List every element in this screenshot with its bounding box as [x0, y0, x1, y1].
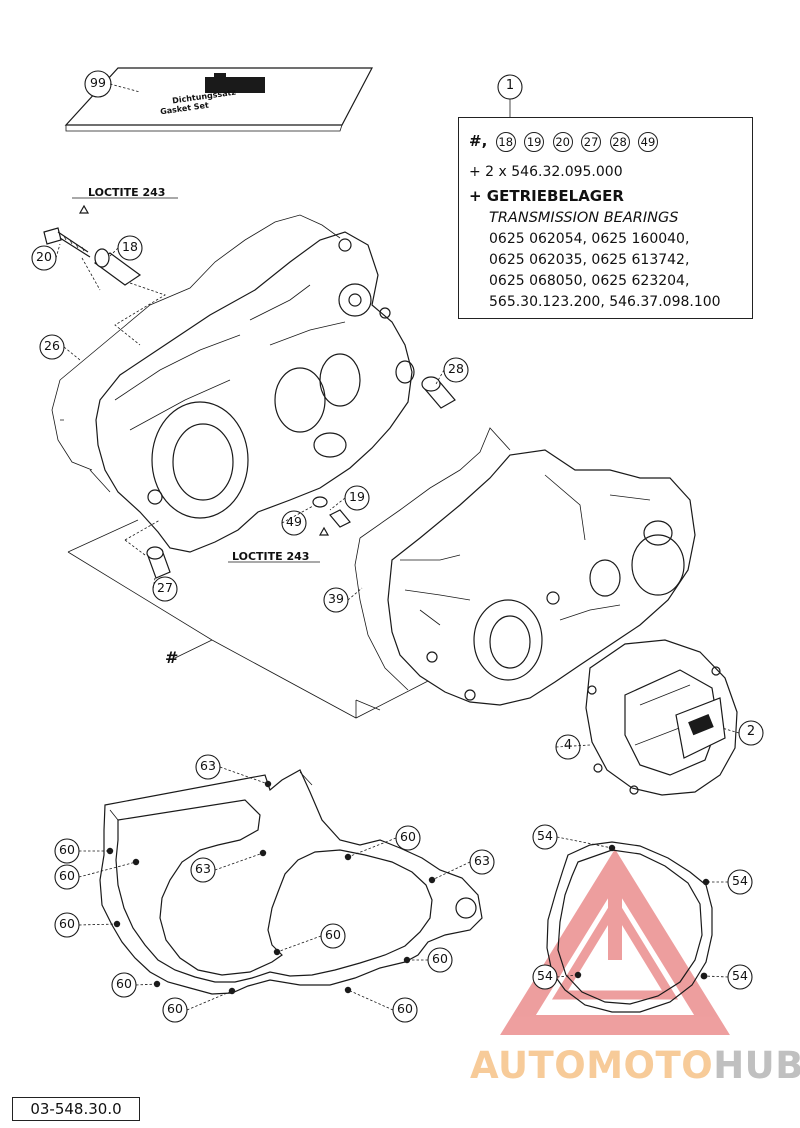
ref-circle: 18 — [495, 132, 516, 152]
callout-63-mid: 63 — [195, 861, 211, 876]
callout-60: 60 — [397, 1001, 413, 1016]
callout-54: 54 — [537, 828, 553, 843]
callout-19: 19 — [349, 489, 365, 504]
callout-18: 18 — [122, 239, 138, 254]
callout-63-top: 63 — [200, 758, 216, 773]
watermark-part-b: HUB — [713, 1044, 800, 1087]
watermark-part-a: AUTOMOTO — [470, 1044, 714, 1087]
part-numbers-line: 0625 062035, 0625 613742, — [489, 252, 690, 268]
callout-60: 60 — [325, 927, 341, 942]
watermark-logo — [500, 848, 730, 1035]
ref-circle: 28 — [609, 132, 630, 152]
gasket-39 — [354, 427, 511, 711]
part-20-bolt — [43, 204, 91, 258]
callout-4: 4 — [563, 738, 573, 753]
right-crankcase — [387, 449, 696, 706]
part-49-washer — [312, 496, 328, 508]
ref-circle: 49 — [638, 132, 658, 152]
ref-circle: 20 — [552, 132, 573, 152]
callout-28: 28 — [448, 361, 464, 376]
callout-60: 60 — [167, 1001, 183, 1016]
part-numbers-line: 565.30.123.200, 546.37.098.100 — [489, 294, 721, 310]
callout-60: 60 — [59, 868, 75, 883]
callout-54: 54 — [732, 873, 748, 888]
plus-line: + 2 x 546.32.095.000 — [469, 164, 623, 180]
left-crankcase — [95, 231, 415, 553]
callout-27: 27 — [157, 580, 173, 595]
callout-2: 2 — [746, 724, 756, 739]
subheading: TRANSMISSION BEARINGS — [489, 210, 679, 226]
ignition-cover — [585, 639, 738, 796]
callout-49: 49 — [286, 514, 302, 529]
kit-refs-row: #, 18 19 20 27 28 49 — [469, 131, 658, 153]
loctite-label: LOCTITE 243 — [88, 186, 166, 199]
document-number: 03-548.30.0 — [12, 1097, 140, 1121]
gasket-26 — [51, 214, 341, 493]
callout-54: 54 — [537, 968, 553, 983]
callout-63-right: 63 — [474, 853, 490, 868]
heading: + GETRIEBELAGER — [469, 187, 624, 205]
hash-bracket — [67, 519, 431, 719]
part-18-sleeve — [93, 248, 142, 286]
callout-60: 60 — [116, 976, 132, 991]
callout-20: 20 — [36, 249, 52, 264]
loctite-label: LOCTITE 243 — [232, 550, 310, 563]
part-27-bushing — [146, 546, 171, 579]
leader-lines — [55, 83, 740, 1011]
callout-60: 60 — [59, 916, 75, 931]
callout-60: 60 — [400, 829, 416, 844]
callout-60: 60 — [432, 951, 448, 966]
ref-circle: 19 — [524, 132, 545, 152]
part-numbers-line: 0625 062054, 0625 160040, — [489, 231, 690, 247]
kit-contents-box: #, 18 19 20 27 28 49 + 2 x 546.32.095.00… — [458, 117, 753, 319]
callout-99: 99 — [90, 75, 106, 90]
part-28-bushing — [421, 376, 456, 409]
hash-marker: # — [165, 648, 179, 667]
callout-1: 1 — [505, 78, 515, 93]
gasket-set-manual — [64, 67, 373, 132]
part-numbers-line: 0625 068050, 0625 623204, — [489, 273, 690, 289]
watermark-text: AUTOMOTOHUB — [470, 1044, 800, 1087]
callout-60: 60 — [59, 842, 75, 857]
part-19-plug — [318, 509, 351, 536]
hash-prefix: #, — [469, 132, 488, 150]
callout-39: 39 — [328, 591, 344, 606]
ref-circle: 27 — [581, 132, 602, 152]
callout-54: 54 — [732, 968, 748, 983]
callout-26: 26 — [44, 338, 60, 353]
crankcase-gasket-large — [99, 769, 483, 995]
